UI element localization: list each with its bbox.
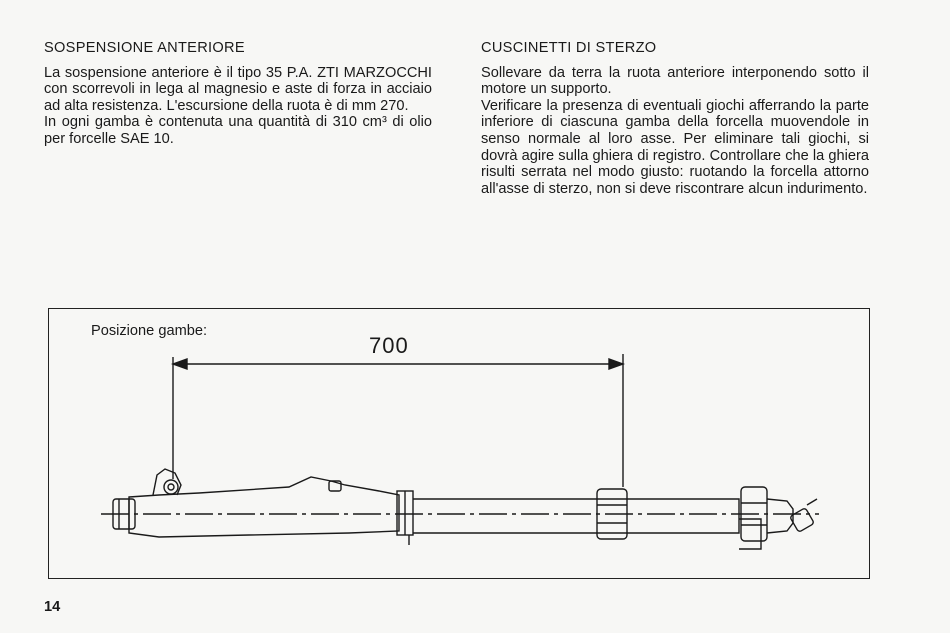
arrow-left: [170, 358, 188, 370]
fork-leg-drawing: [101, 354, 819, 550]
dimension-label: 700: [369, 333, 409, 358]
paragraph: Verificare la presenza di eventuali gioc…: [481, 97, 869, 197]
arrow-right: [608, 358, 626, 370]
figure-label: Posizione gambe:: [91, 323, 208, 339]
section-body: La sospensione anteriore è il tipo 35 P.…: [44, 65, 432, 148]
mount-bolt: [163, 479, 179, 495]
fork-slider: [128, 476, 400, 538]
fork-cap: [766, 498, 794, 534]
fork-position-figure: Posizione gambe: 700: [48, 308, 870, 579]
right-column: CUSCINETTI DI STERZO Sollevare da terra …: [481, 40, 869, 197]
paragraph: Sollevare da terra la ruota anteriore in…: [481, 64, 869, 98]
air-valve: [790, 508, 814, 532]
section-body: Sollevare da terra la ruota anteriore in…: [481, 65, 869, 198]
section-heading-steering-bearings: CUSCINETTI DI STERZO: [481, 40, 657, 56]
left-column: SOSPENSIONE ANTERIORE La sospensione ant…: [44, 40, 432, 148]
upper-clamp: [740, 486, 768, 542]
section-heading-front-suspension: SOSPENSIONE ANTERIORE: [44, 40, 245, 56]
paragraph: In ogni gamba è contenuta una quantità d…: [44, 114, 432, 147]
axle-clamp: [112, 498, 136, 530]
fork-stanchion: [413, 498, 740, 534]
lower-clamp: [596, 488, 628, 540]
page-number: 14: [44, 599, 61, 615]
paragraph: La sospensione anteriore è il tipo 35 P.…: [44, 64, 432, 114]
caliper-mount: [152, 468, 182, 496]
